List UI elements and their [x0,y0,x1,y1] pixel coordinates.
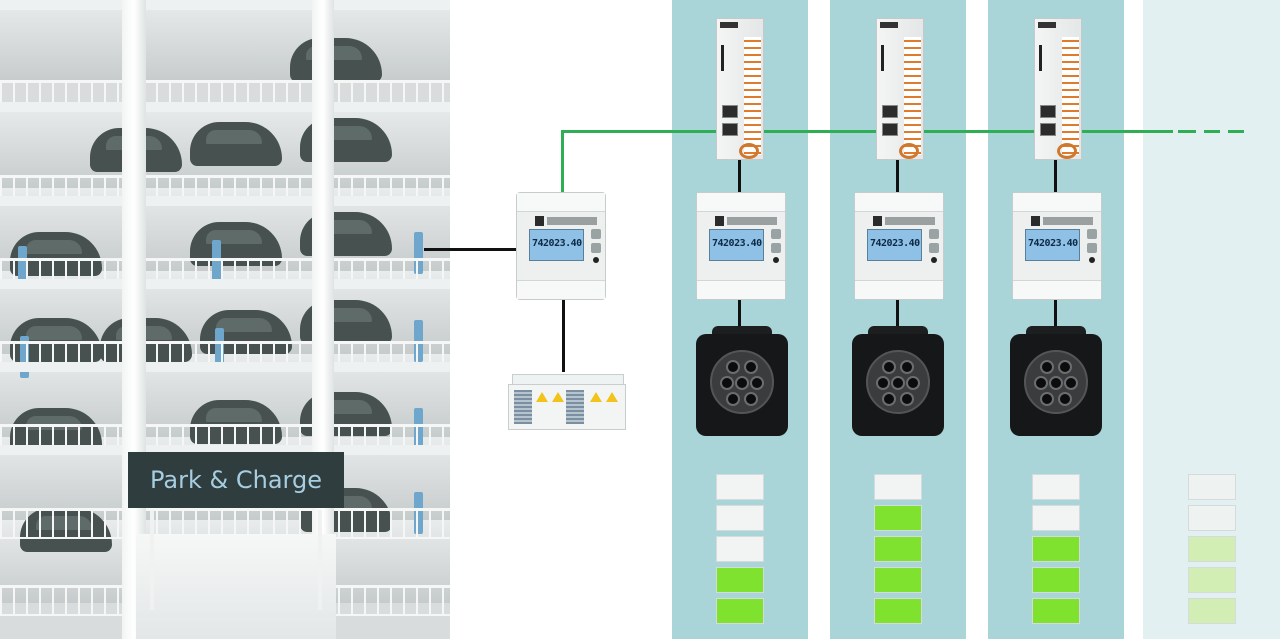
station-1-charging-socket [696,326,788,436]
station-2-controller [876,18,924,160]
battery-cell-empty [716,536,764,562]
main-energy-meter: 742023.40 [516,192,606,300]
station-2-energy-meter: 742023.40 [854,192,944,300]
transformer-substation [508,374,626,430]
garage-charger-post [414,232,423,274]
station-4-charge-indicator [1188,474,1236,626]
station-1-controller [716,18,764,160]
network-line-continuation [1178,130,1196,133]
garage-entrance: Park & Charge [128,452,344,639]
battery-cell-charged [874,598,922,624]
warning-sign-icon [590,392,602,402]
network-line-vertical [561,132,564,194]
battery-cell-empty [874,474,922,500]
battery-cell-empty [1032,474,1080,500]
meter-reading: 742023.40 [712,238,762,249]
network-line [561,130,1173,133]
battery-cell-charged [874,505,922,531]
meter-reading: 742023.40 [1028,238,1078,249]
meter-display: 742023.40 [709,229,764,261]
battery-cell-charged [1032,598,1080,624]
meter-display: 742023.40 [529,229,584,261]
meter-reading: 742023.40 [870,238,920,249]
warning-sign-icon [606,392,618,402]
battery-cell-empty [1032,505,1080,531]
meter-display: 742023.40 [1025,229,1080,261]
station-3-charging-socket [1010,326,1102,436]
entrance-ramp [136,534,336,639]
station-lane-4-placeholder [1143,0,1280,639]
station-1-charge-indicator [716,474,764,626]
station-1-energy-meter: 742023.40 [696,192,786,300]
meter-brand-logo [715,216,777,226]
park-and-charge-sign: Park & Charge [128,452,344,508]
meter-to-substation-line [562,300,565,372]
parked-car [290,38,382,82]
station-2-charging-socket [852,326,944,436]
warning-sign-icon [552,392,564,402]
warning-sign-icon [536,392,548,402]
battery-cell-empty [716,505,764,531]
battery-cell-charged [716,567,764,593]
battery-cell-empty [716,474,764,500]
network-line-continuation [1204,130,1220,133]
battery-cell-empty [1188,474,1236,500]
station-2-charge-indicator [874,474,922,626]
battery-cell-charged [1188,567,1236,593]
station-3-energy-meter: 742023.40 [1012,192,1102,300]
parked-car [190,122,282,166]
meter-brand-logo [535,216,597,226]
battery-cell-charged [874,567,922,593]
battery-cell-charged [1188,598,1236,624]
battery-cell-empty [1188,505,1236,531]
battery-cell-charged [1032,567,1080,593]
meter-brand-logo [1031,216,1093,226]
station-3-charge-indicator [1032,474,1080,626]
battery-cell-charged [1188,536,1236,562]
battery-cell-charged [1032,536,1080,562]
network-line-continuation [1228,130,1244,133]
parking-garage-illustration: Park & Charge [0,0,450,639]
battery-cell-charged [874,536,922,562]
meter-brand-logo [873,216,935,226]
garage-to-meter-line [424,248,516,251]
meter-display: 742023.40 [867,229,922,261]
station-3-controller [1034,18,1082,160]
meter-reading: 742023.40 [532,238,582,249]
battery-cell-charged [716,598,764,624]
